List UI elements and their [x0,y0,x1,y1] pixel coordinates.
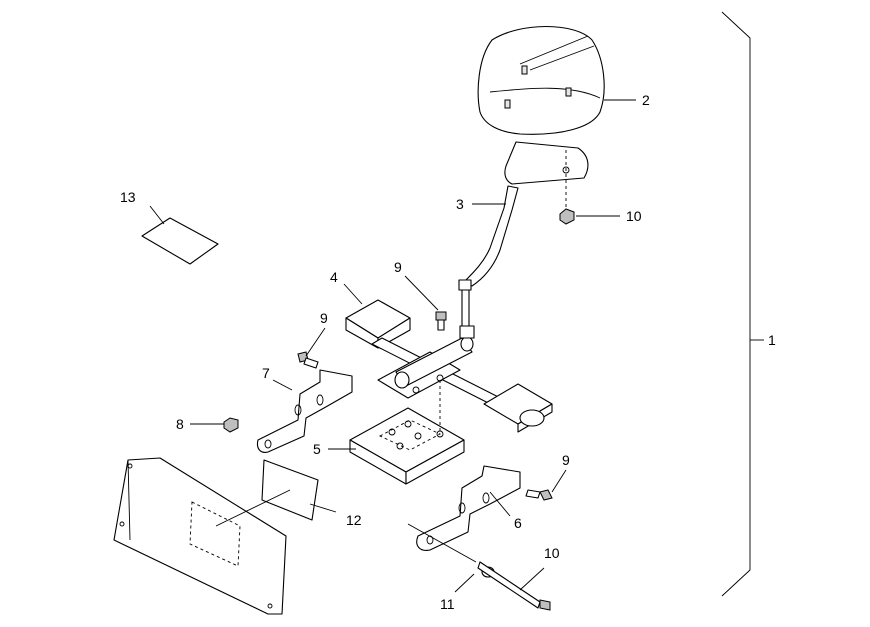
callout-10-upper: 10 [626,208,642,224]
bracket-left-part [256,369,353,453]
callout-7: 7 [262,365,270,381]
bolt-top-part [435,311,447,331]
callout-11: 11 [440,596,455,612]
long-bolt-part [477,561,551,611]
assembly-bracket [721,11,751,597]
seat-part [477,26,605,135]
seat-support-part [458,141,589,291]
callout-12: 12 [346,512,362,528]
bolt-left-part [297,351,319,369]
frame-crossbar-part [371,289,521,415]
pad-13-part [141,217,219,265]
cover-panel-part [113,457,287,615]
callout-3: 3 [456,196,464,212]
leader-lines [149,99,764,593]
callout-13: 13 [120,189,136,205]
callout-2: 2 [642,92,650,108]
nut-8-part [223,417,239,433]
callout-labels: 1 2 3 4 5 6 7 8 9 9 9 10 10 11 12 13 [120,92,776,612]
mounting-plate-part [349,380,465,485]
callout-5: 5 [313,441,321,457]
bolt-right-part [525,489,553,501]
callout-9-right: 9 [562,452,570,468]
nut-upper-part [559,208,575,225]
pedal-plate-right-part [483,383,553,433]
bracket-right-part [416,465,521,551]
callout-1: 1 [768,332,776,348]
callout-10-lower: 10 [544,545,560,561]
sheet-12-part [215,459,319,527]
callout-4: 4 [330,269,338,285]
callout-9-left: 9 [320,310,328,326]
callout-6: 6 [514,515,522,531]
callout-8: 8 [176,416,184,432]
callout-9-top: 9 [394,259,402,275]
